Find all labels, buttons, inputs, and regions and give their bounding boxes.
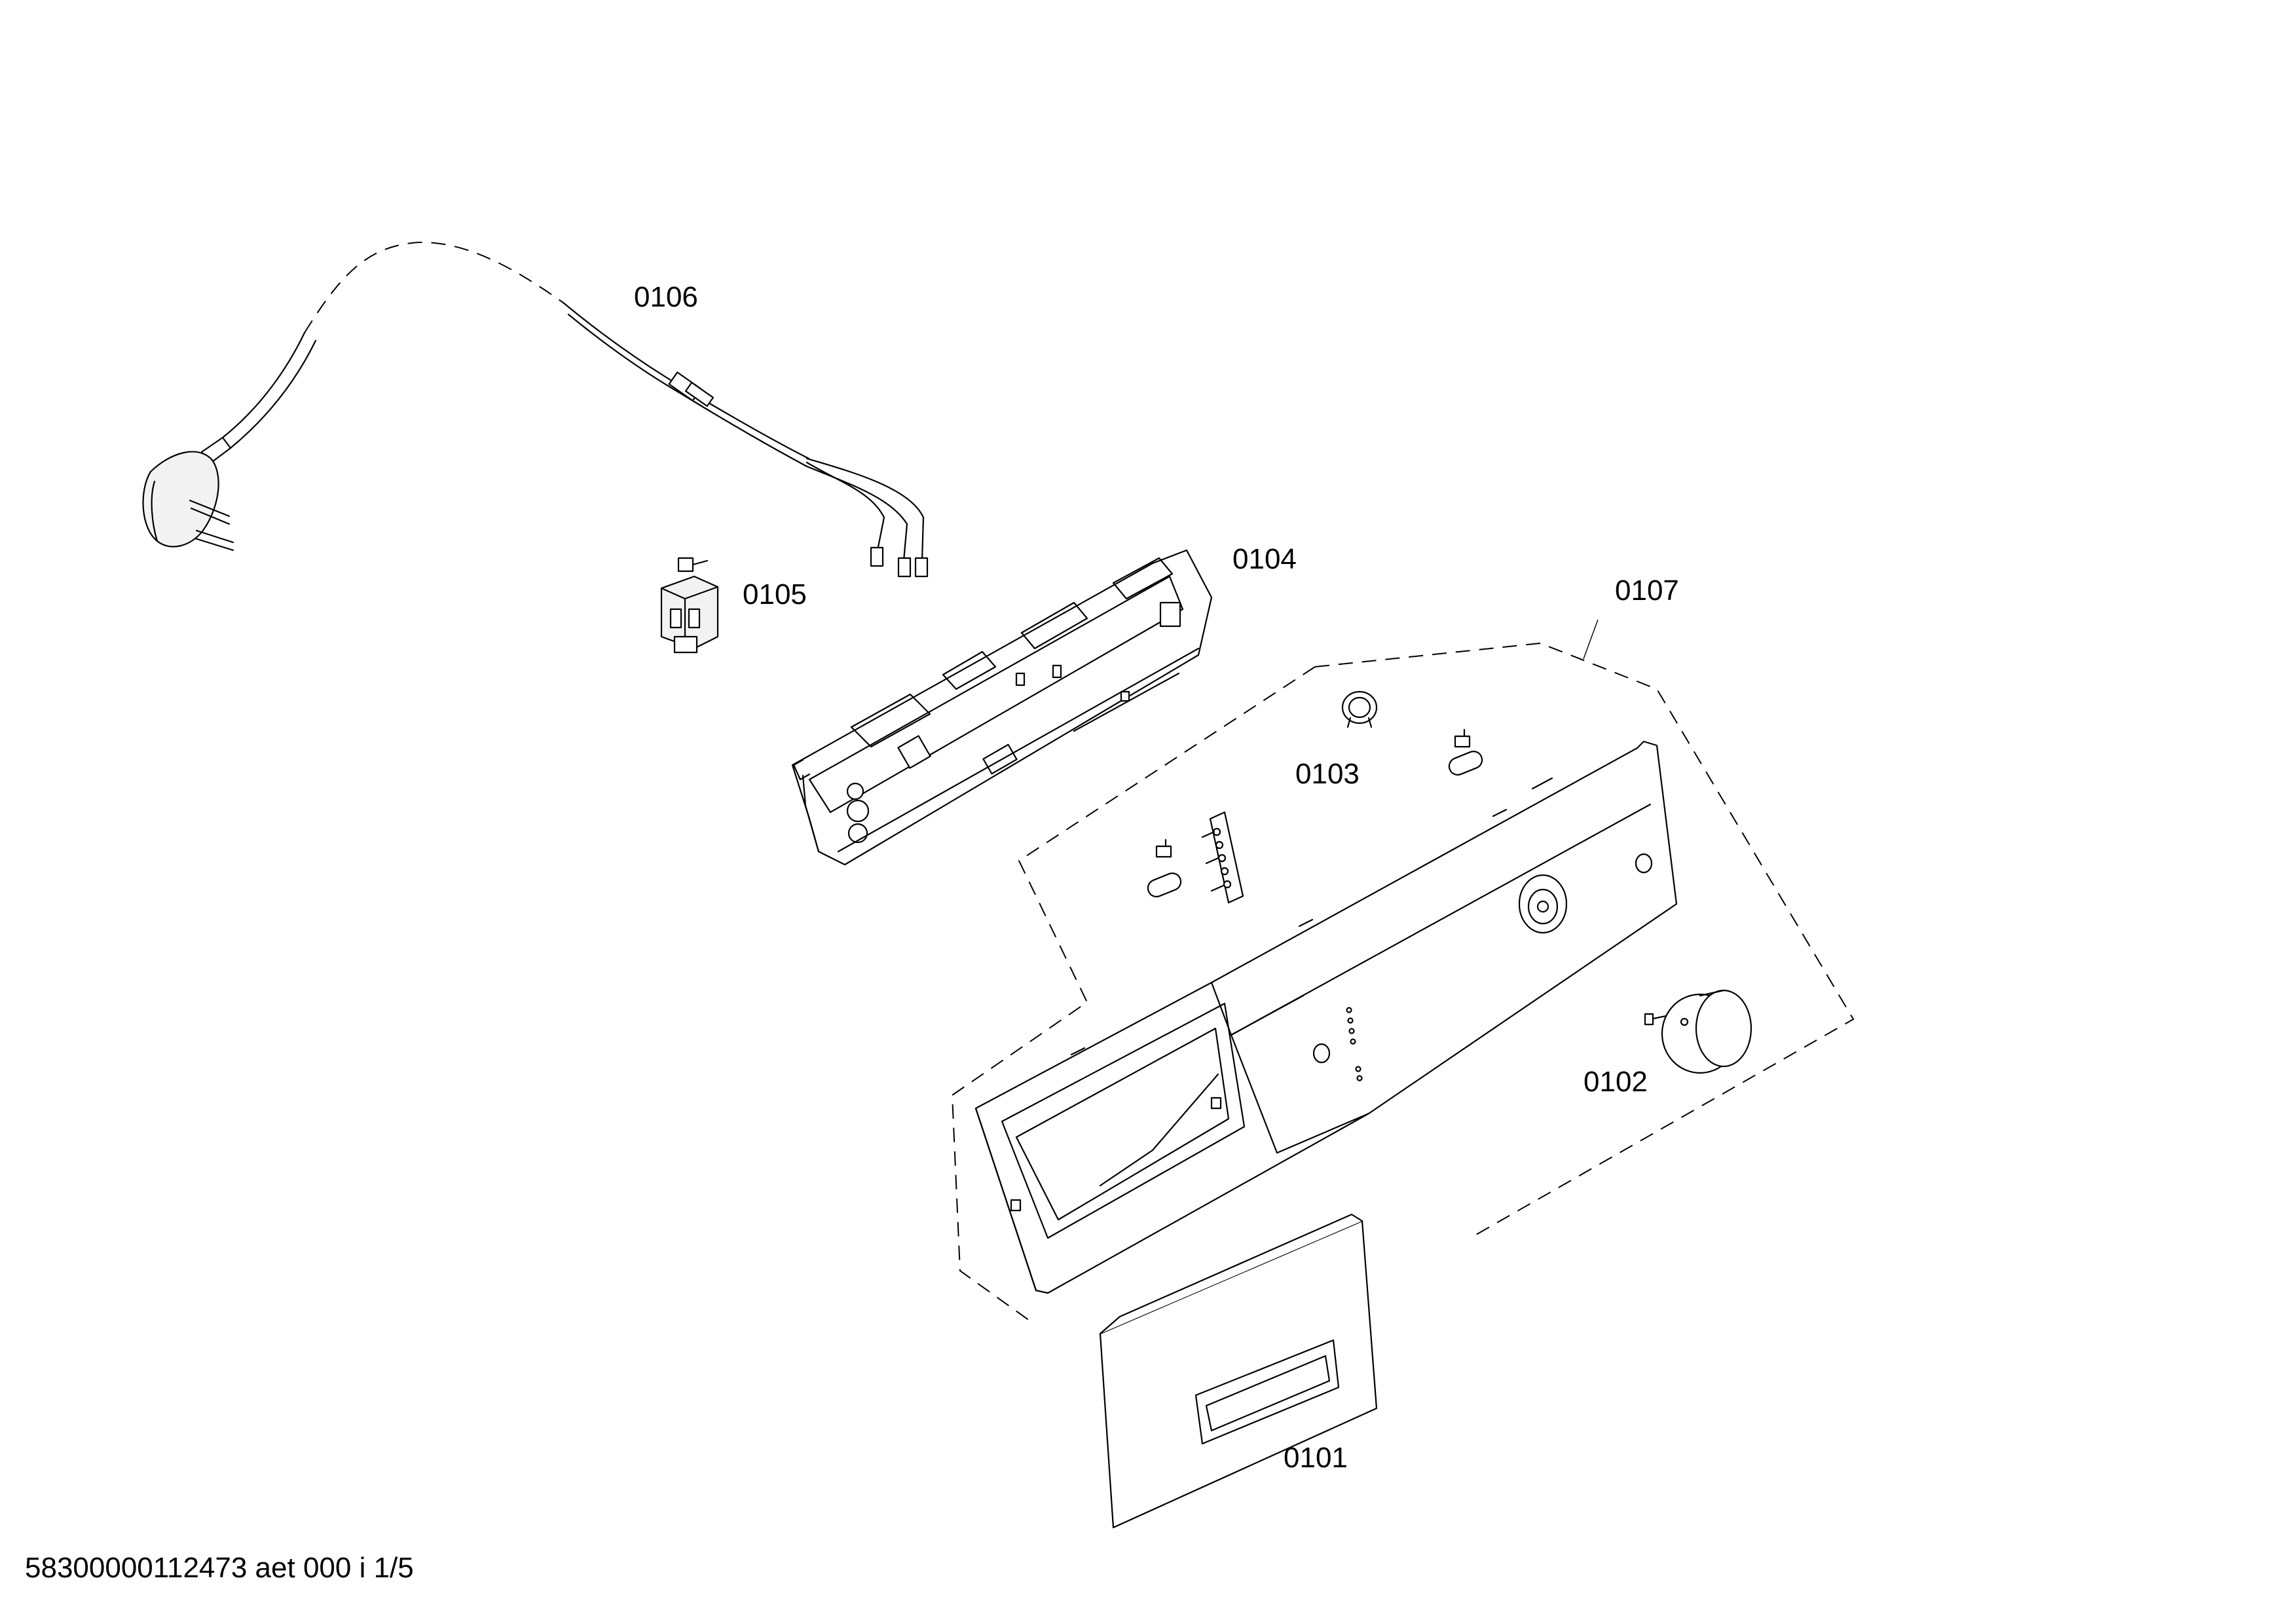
module-carrier-0104 xyxy=(791,549,1213,866)
programme-knob-0102 xyxy=(1644,989,1752,1074)
power-cord-0106 xyxy=(142,241,929,578)
control-panel-fascia xyxy=(974,740,1678,1294)
button-rod-left xyxy=(1147,838,1182,897)
document-id: 58300000112473 aet 000 i 1/5 xyxy=(25,1552,414,1584)
control-panel-assembly-outline-0107 xyxy=(951,619,1855,1321)
label-0102: 0102 xyxy=(1583,1066,1648,1098)
label-0106: 0106 xyxy=(634,281,698,313)
label-0104: 0104 xyxy=(1232,543,1297,575)
dispenser-drawer-handle-0101 xyxy=(1099,1213,1378,1529)
button-rod-right xyxy=(1448,728,1483,776)
selector-ring-0103 xyxy=(1341,690,1378,728)
label-0103: 0103 xyxy=(1295,758,1360,790)
label-0105: 0105 xyxy=(743,578,807,610)
label-0101: 0101 xyxy=(1284,1442,1348,1474)
interference-suppressor-0105 xyxy=(660,557,719,654)
label-0107: 0107 xyxy=(1615,574,1679,607)
led-light-guide xyxy=(1201,811,1244,904)
